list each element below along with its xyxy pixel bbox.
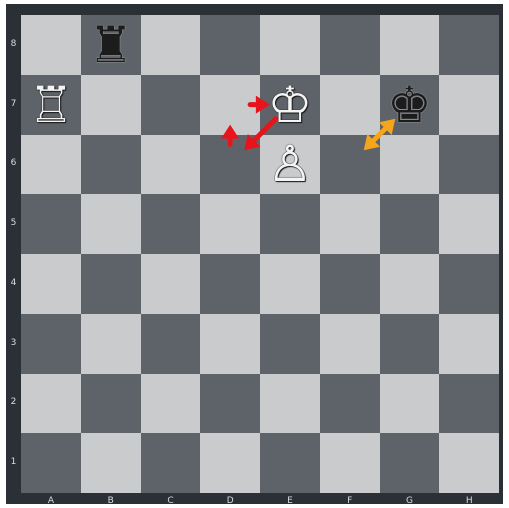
file-label: A bbox=[21, 496, 81, 506]
file-label: H bbox=[439, 496, 499, 506]
square-h7[interactable] bbox=[439, 75, 499, 135]
square-h1[interactable] bbox=[439, 433, 499, 493]
square-a4[interactable] bbox=[21, 254, 81, 314]
square-c1[interactable] bbox=[141, 433, 201, 493]
square-h4[interactable] bbox=[439, 254, 499, 314]
square-h6[interactable] bbox=[439, 135, 499, 195]
file-label: E bbox=[260, 496, 320, 506]
square-g4[interactable] bbox=[380, 254, 440, 314]
square-a8[interactable] bbox=[21, 15, 81, 75]
square-f8[interactable] bbox=[320, 15, 380, 75]
square-e4[interactable] bbox=[260, 254, 320, 314]
white-pawn-icon[interactable]: ♙ bbox=[260, 135, 320, 195]
square-d7[interactable] bbox=[200, 75, 260, 135]
square-d1[interactable] bbox=[200, 433, 260, 493]
square-g5[interactable] bbox=[380, 194, 440, 254]
square-e3[interactable] bbox=[260, 314, 320, 374]
square-f7[interactable] bbox=[320, 75, 380, 135]
black-rook-icon[interactable]: ♜ bbox=[81, 15, 141, 75]
square-d6[interactable] bbox=[200, 135, 260, 195]
square-b4[interactable] bbox=[81, 254, 141, 314]
file-label: B bbox=[81, 496, 141, 506]
square-c5[interactable] bbox=[141, 194, 201, 254]
white-rook-icon[interactable]: ♖ bbox=[21, 75, 81, 135]
square-f1[interactable] bbox=[320, 433, 380, 493]
square-h2[interactable] bbox=[439, 374, 499, 434]
square-a6[interactable] bbox=[21, 135, 81, 195]
square-h3[interactable] bbox=[439, 314, 499, 374]
rank-label: 3 bbox=[6, 338, 21, 348]
square-c7[interactable] bbox=[141, 75, 201, 135]
rank-label: 1 bbox=[6, 457, 21, 467]
square-g8[interactable] bbox=[380, 15, 440, 75]
rank-label: 6 bbox=[6, 158, 21, 168]
square-d8[interactable] bbox=[200, 15, 260, 75]
square-d5[interactable] bbox=[200, 194, 260, 254]
black-king-icon[interactable]: ♚ bbox=[380, 75, 440, 135]
square-a5[interactable] bbox=[21, 194, 81, 254]
square-f2[interactable] bbox=[320, 374, 380, 434]
square-f4[interactable] bbox=[320, 254, 380, 314]
square-b3[interactable] bbox=[81, 314, 141, 374]
square-c3[interactable] bbox=[141, 314, 201, 374]
rank-label: 5 bbox=[6, 218, 21, 228]
file-label: D bbox=[200, 496, 260, 506]
square-g3[interactable] bbox=[380, 314, 440, 374]
square-d4[interactable] bbox=[200, 254, 260, 314]
square-c8[interactable] bbox=[141, 15, 201, 75]
square-e8[interactable] bbox=[260, 15, 320, 75]
square-b7[interactable] bbox=[81, 75, 141, 135]
rank-label: 7 bbox=[6, 99, 21, 109]
chess-board[interactable]: ♜♖ ♔ ♚ ♙ bbox=[21, 15, 499, 493]
square-g1[interactable] bbox=[380, 433, 440, 493]
square-d2[interactable] bbox=[200, 374, 260, 434]
square-g6[interactable] bbox=[380, 135, 440, 195]
rank-label: 8 bbox=[6, 39, 21, 49]
square-e1[interactable] bbox=[260, 433, 320, 493]
square-g2[interactable] bbox=[380, 374, 440, 434]
square-c2[interactable] bbox=[141, 374, 201, 434]
square-f6[interactable] bbox=[320, 135, 380, 195]
square-a3[interactable] bbox=[21, 314, 81, 374]
square-b5[interactable] bbox=[81, 194, 141, 254]
rank-label: 2 bbox=[6, 397, 21, 407]
file-label: F bbox=[320, 496, 380, 506]
square-h8[interactable] bbox=[439, 15, 499, 75]
square-b1[interactable] bbox=[81, 433, 141, 493]
square-f3[interactable] bbox=[320, 314, 380, 374]
rank-label: 4 bbox=[6, 278, 21, 288]
square-e5[interactable] bbox=[260, 194, 320, 254]
file-label: C bbox=[141, 496, 201, 506]
square-c4[interactable] bbox=[141, 254, 201, 314]
square-e2[interactable] bbox=[260, 374, 320, 434]
square-a1[interactable] bbox=[21, 433, 81, 493]
square-b6[interactable] bbox=[81, 135, 141, 195]
square-c6[interactable] bbox=[141, 135, 201, 195]
file-label: G bbox=[380, 496, 440, 506]
square-a2[interactable] bbox=[21, 374, 81, 434]
square-b2[interactable] bbox=[81, 374, 141, 434]
square-h5[interactable] bbox=[439, 194, 499, 254]
square-d3[interactable] bbox=[200, 314, 260, 374]
white-king-icon[interactable]: ♔ bbox=[260, 75, 320, 135]
square-f5[interactable] bbox=[320, 194, 380, 254]
